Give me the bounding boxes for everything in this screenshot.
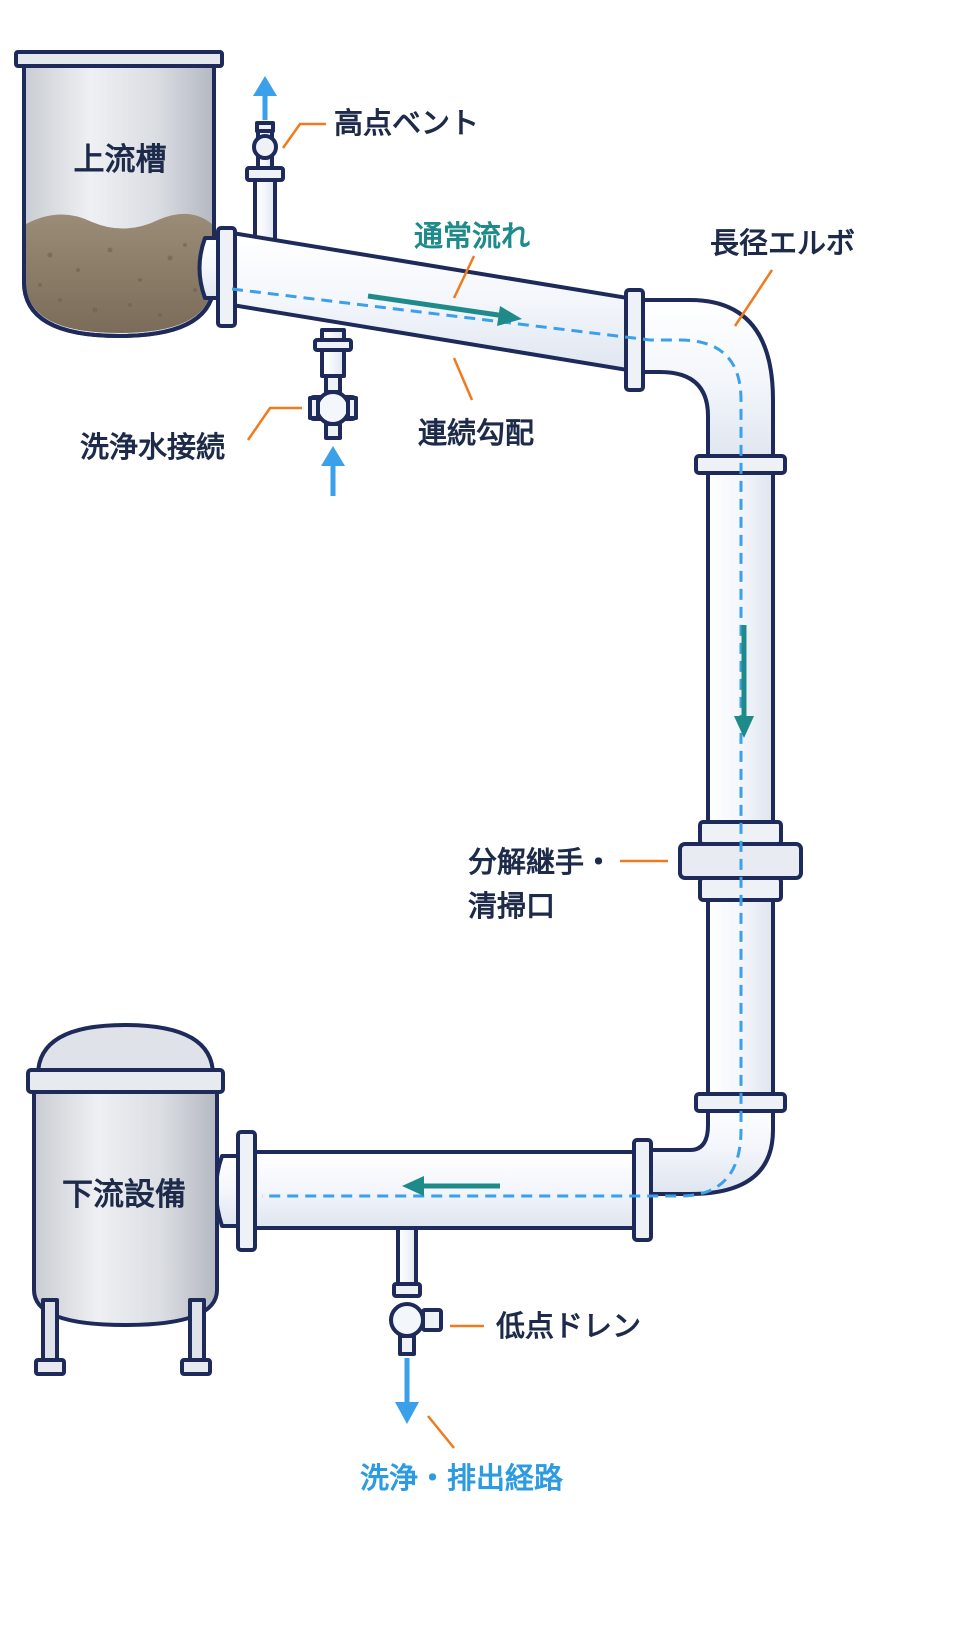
bottom-elbow-flange: [632, 1138, 653, 1242]
long-radius-elbow: [641, 298, 775, 464]
upstream-tank-label: 上流槽: [74, 142, 167, 178]
elbow-leader: [733, 269, 774, 327]
flow-path: [231, 287, 743, 1198]
downstream-equipment: 下流設備: [26, 1023, 225, 1376]
drain-valve: [389, 1302, 425, 1338]
slope-leader: [452, 357, 474, 401]
flush-water-connection: [308, 328, 358, 496]
outlet-flange: [236, 1130, 257, 1252]
high-vent: [245, 76, 285, 252]
sediment-layer: [26, 213, 212, 333]
downstream-equipment-label: 下流設備: [62, 1177, 186, 1213]
high-vent-label: 高点ベント: [334, 106, 479, 140]
normal-flow-leader: [452, 255, 476, 299]
tank-rim: [14, 50, 224, 68]
union-cleanout-label-1: 分解継手・: [468, 845, 613, 879]
long-elbow-label: 長径エルボ: [710, 226, 855, 260]
elbow-flange-top: [624, 288, 645, 392]
flush-connection-label: 洗浄水接続: [80, 430, 225, 464]
vent-valve: [252, 134, 278, 160]
bottom-horizontal-pipe: [214, 1130, 653, 1252]
upstream-tank: 上流槽: [14, 50, 224, 338]
up-arrow-icon: [321, 446, 345, 496]
low-drain-label: 低点ドレン: [495, 1309, 641, 1343]
union-cleanout-label-2: 清掃口: [468, 889, 555, 923]
up-arrow-icon: [253, 76, 277, 120]
high-vent-leader: [281, 122, 326, 149]
bottom-elbow: [646, 1092, 787, 1196]
equipment-rim: [26, 1068, 225, 1094]
inlet-flange: [216, 226, 237, 328]
flush-discharge-route-label: 洗浄・排出経路: [360, 1461, 564, 1495]
teal-arrow-icon: [402, 1176, 500, 1196]
teal-arrow-icon: [367, 293, 522, 326]
upper-sloped-pipe: [197, 226, 645, 392]
discharge-leader: [427, 1415, 455, 1449]
down-arrow-icon: [395, 1358, 419, 1424]
flush-leader: [246, 406, 302, 441]
teal-arrow-icon: [734, 625, 754, 738]
normal-flow-label: 通常流れ: [414, 219, 530, 253]
low-point-drain: [389, 1226, 443, 1424]
continuous-slope-label: 連続勾配: [418, 416, 534, 450]
flush-valve: [315, 390, 351, 426]
